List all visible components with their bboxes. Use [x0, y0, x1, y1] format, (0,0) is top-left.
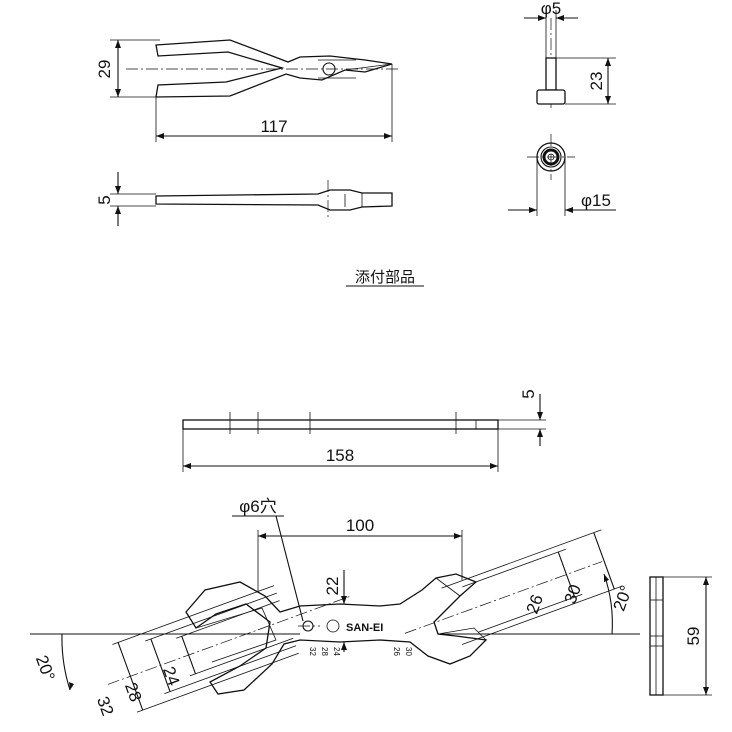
bit-height-label: 23 [587, 72, 606, 91]
left-jaw-0: 32 [93, 694, 117, 718]
pliers-side-view: 5 [95, 172, 393, 226]
bit-side-view: φ5 23 [524, 0, 616, 108]
stamped-sizes-left: 32 28 24 [308, 647, 341, 656]
stamped-right-0: 26 [392, 647, 401, 656]
accessory-caption: 添付部品 [355, 268, 415, 286]
right-jaw-0: 26 [523, 592, 547, 616]
end-height-label: 59 [684, 627, 703, 646]
stamped-sizes-right: 26 30 [392, 647, 413, 656]
stamped-left-0: 32 [308, 647, 317, 656]
pliers-thickness-label: 5 [95, 195, 114, 204]
right-jaw-1: 30 [561, 582, 585, 606]
left-jaw-1: 28 [121, 680, 145, 704]
hole-label: φ6穴 [239, 497, 276, 516]
wrench-brand: SAN-EI [346, 622, 383, 634]
width-label: 22 [323, 577, 342, 596]
bit-head-dia-label: φ15 [581, 191, 611, 210]
stamped-left-1: 28 [320, 647, 329, 656]
pliers-top-view: 29 117 [95, 39, 400, 142]
bit-top-view: φ15 [508, 134, 616, 216]
wrench-thickness-label: 5 [519, 389, 538, 398]
wrench-length-label: 158 [326, 446, 354, 465]
stamped-right-1: 30 [404, 647, 413, 656]
stamped-left-2: 24 [332, 647, 341, 656]
pliers-length-label: 117 [260, 117, 287, 136]
wrench-side-view: 5 158 [182, 389, 546, 472]
pliers-height-label: 29 [95, 60, 114, 79]
left-jaw-2: 24 [159, 664, 183, 688]
wrench-plan-view: SAN-EI 32 28 24 26 30 φ6穴 100 22 [30, 497, 640, 718]
left-angle-label: 20° [32, 653, 59, 684]
wrench-end-view: 59 [649, 576, 712, 696]
hole-pitch-label: 100 [346, 516, 374, 535]
bit-shaft-dia-label: φ5 [541, 0, 561, 18]
